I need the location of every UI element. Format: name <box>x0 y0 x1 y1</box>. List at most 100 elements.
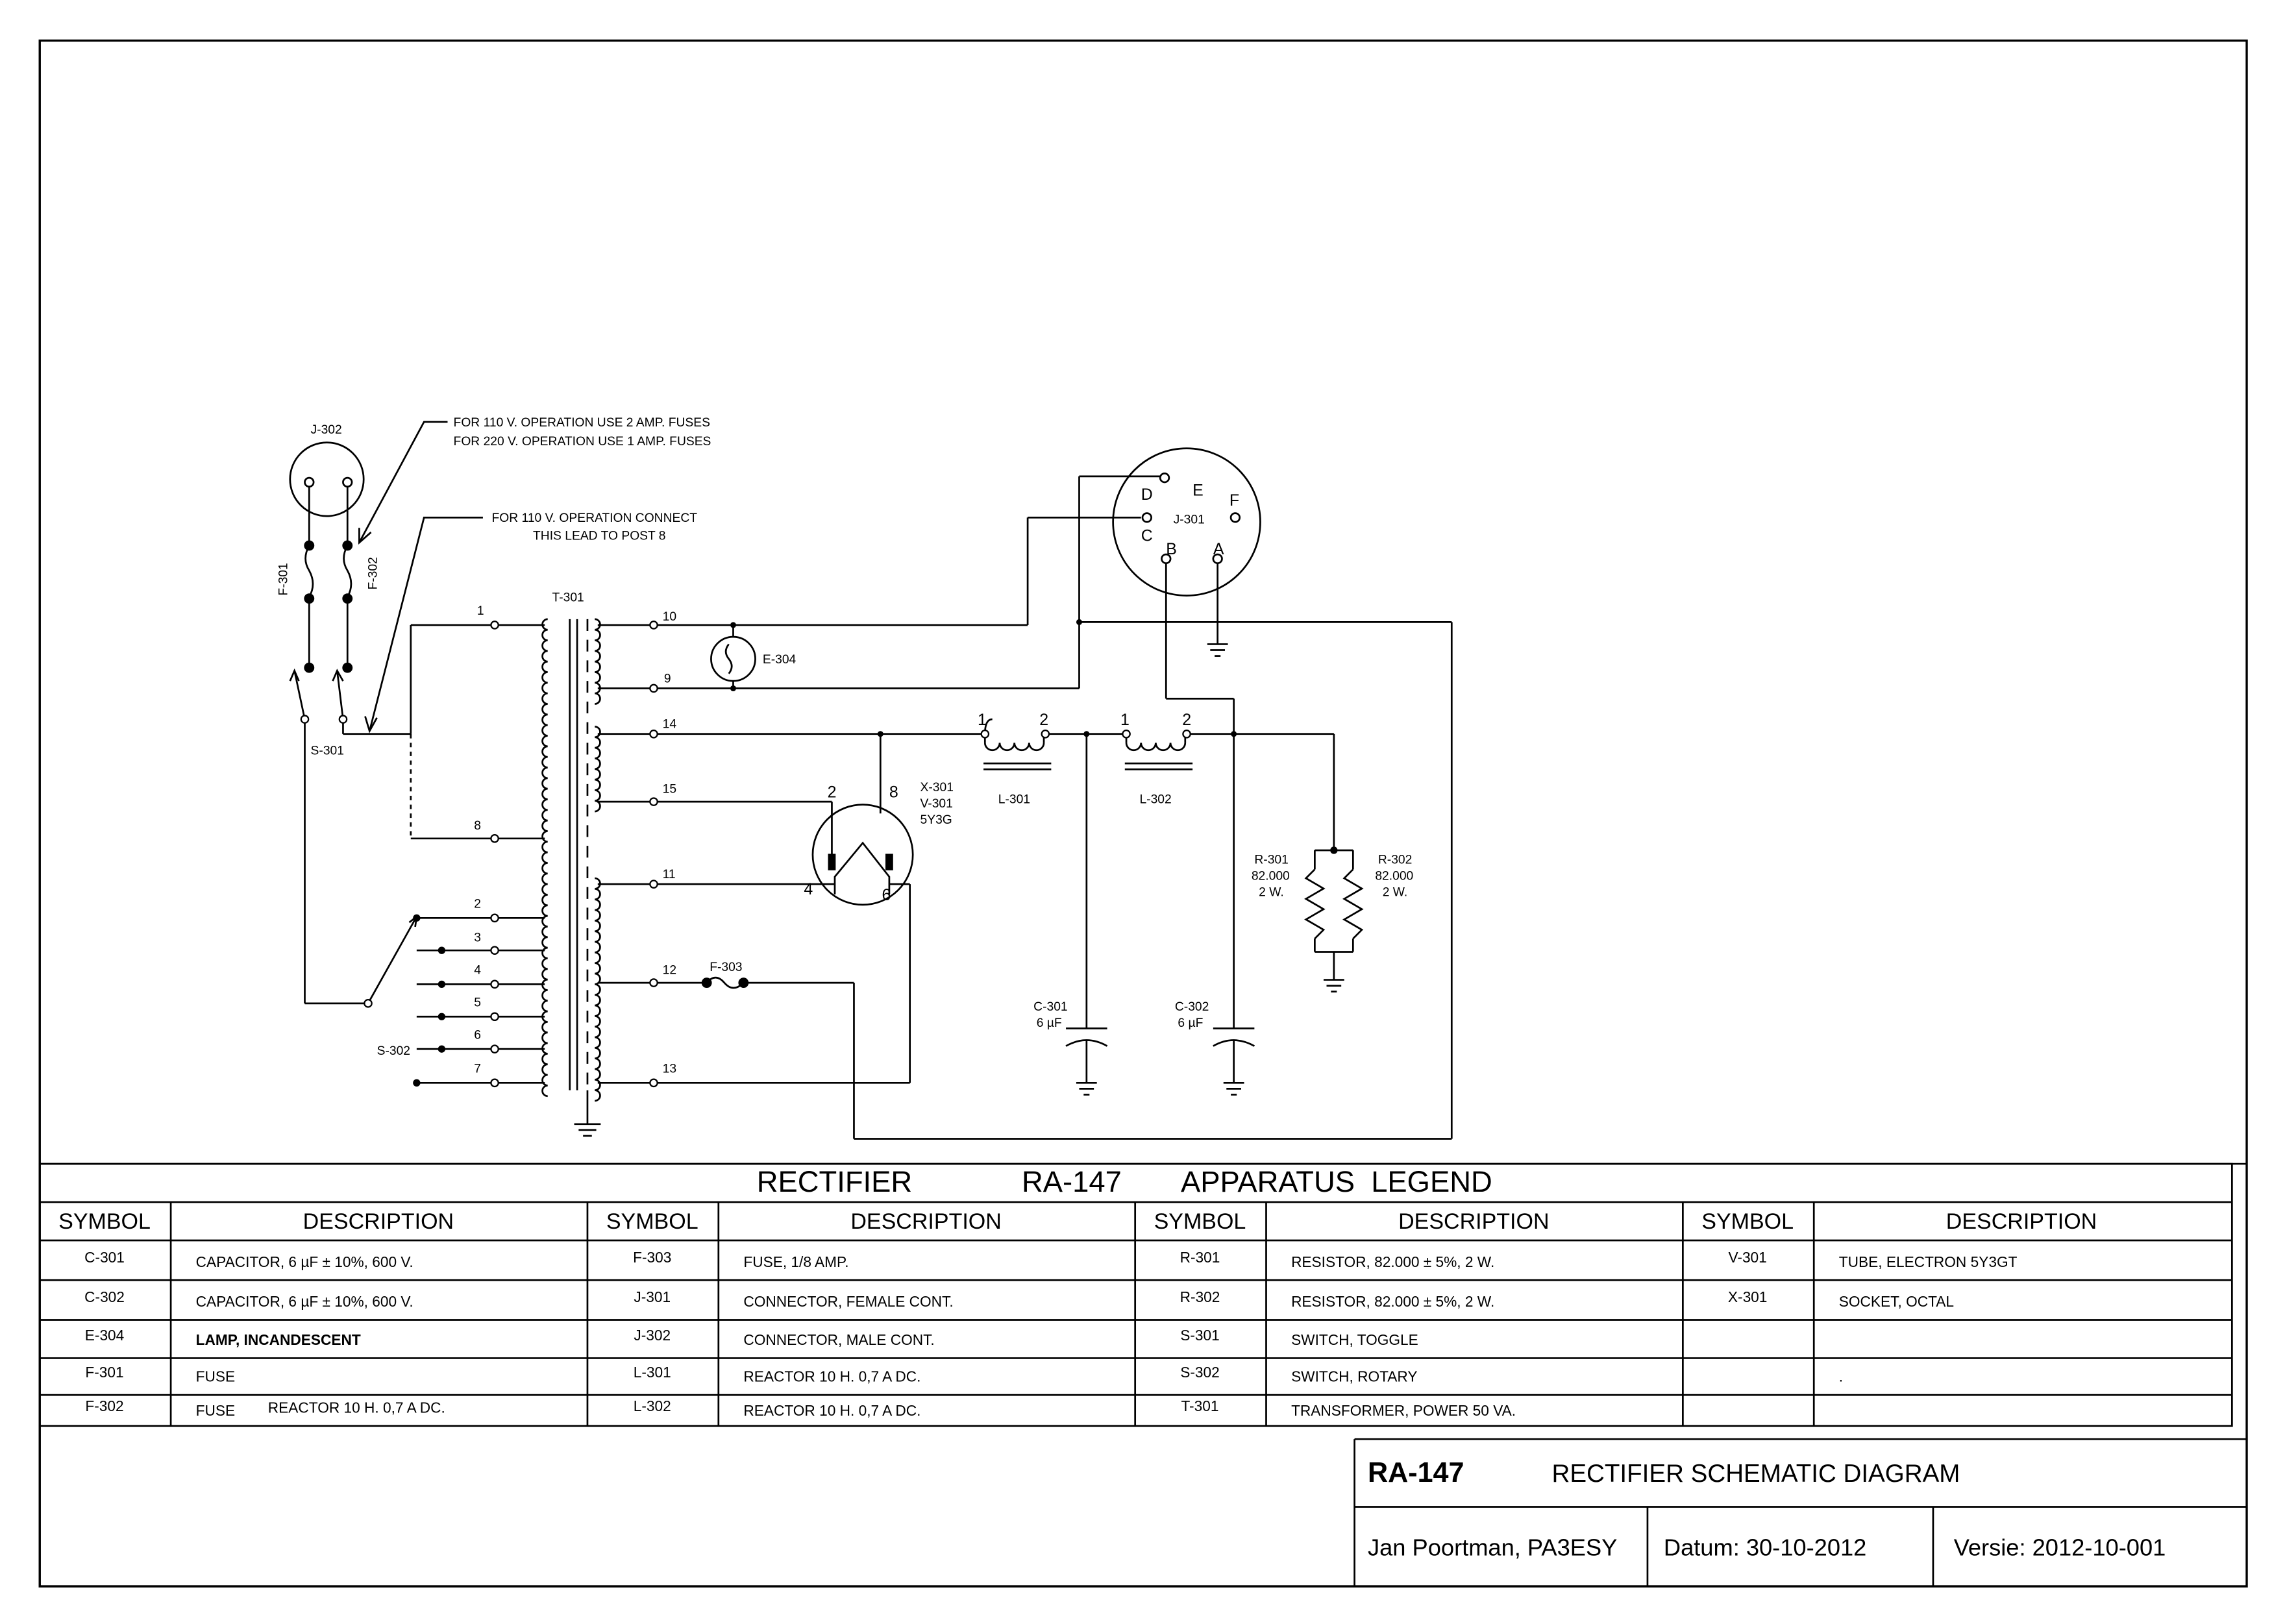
legend-symbol-cell: R-302 <box>1180 1288 1220 1305</box>
post-label: 13 <box>663 1062 676 1076</box>
v301-label: V-301 <box>920 797 953 811</box>
r301-label: R-301 <box>1254 853 1288 867</box>
legend-symbol-cell: C-301 <box>84 1249 125 1266</box>
legend-header-symbol: SYMBOL <box>58 1209 151 1234</box>
post-label: 11 <box>663 868 676 881</box>
post-label: 9 <box>664 672 671 685</box>
outer-border <box>38 39 2248 1588</box>
title-block-title: RECTIFIER SCHEMATIC DIAGRAM <box>1552 1460 1960 1488</box>
legend-symbol-cell: V-301 <box>1729 1249 1767 1266</box>
e304-label: E-304 <box>763 653 797 667</box>
legend-symbol-cell: S-302 <box>1180 1364 1219 1381</box>
legend-header-symbol: SYMBOL <box>606 1209 698 1234</box>
legend-description-cell: CONNECTOR, FEMALE CONT. <box>743 1293 953 1310</box>
r302-label: R-302 <box>1378 853 1412 867</box>
legend-description-cell: SWITCH, ROTARY <box>1291 1368 1417 1385</box>
legend-description-cell: CAPACITOR, 6 µF ± 10%, 600 V. <box>196 1253 414 1270</box>
reactor-pin-label: 2 <box>1182 711 1191 729</box>
legend-description-cell: TRANSFORMER, POWER 50 VA. <box>1291 1402 1516 1419</box>
legend-symbol-cell: F-301 <box>85 1364 123 1381</box>
legend-title-mid: RA-147 <box>1022 1165 1122 1198</box>
c302-label: C-302 <box>1175 1000 1209 1014</box>
fuse-note-line2: FOR 220 V. OPERATION USE 1 AMP. FUSES <box>454 435 711 449</box>
legend-description-cell: RESISTOR, 82.000 ± 5%, 2 W. <box>1291 1253 1494 1270</box>
v301-tube-symbol <box>811 804 914 906</box>
legend-symbol-cell: E-304 <box>85 1327 125 1344</box>
legend-symbol-cell: X-301 <box>1728 1288 1768 1305</box>
legend-header-description: DESCRIPTION <box>303 1209 454 1234</box>
legend-description-extra: REACTOR 10 H. 0,7 A DC. <box>268 1399 445 1416</box>
post-label: 7 <box>474 1062 481 1076</box>
l302-label: L-302 <box>1139 793 1171 806</box>
tube-pin-label: 4 <box>804 880 813 898</box>
legend-header-description: DESCRIPTION <box>850 1209 1001 1234</box>
t301-label: T-301 <box>552 591 584 605</box>
legend-title-right: APPARATUS LEGEND <box>1181 1165 1492 1198</box>
fuse-note-line1: FOR 110 V. OPERATION USE 2 AMP. FUSES <box>454 416 710 430</box>
legend-description-cell: FUSE, 1/8 AMP. <box>743 1253 848 1270</box>
s301-label: S-301 <box>311 744 344 758</box>
legend-description-cell: . <box>1839 1368 1843 1385</box>
legend-header-description: DESCRIPTION <box>1946 1209 2097 1234</box>
title-block-version: Versie: 2012-10-001 <box>1954 1534 2166 1560</box>
reactor-pin-label: 2 <box>1039 711 1048 729</box>
tube-type-label: 5Y3G <box>920 813 952 827</box>
connector-pin-label: E <box>1192 481 1204 499</box>
x301-label: X-301 <box>920 781 954 794</box>
j301-label: J-301 <box>1174 513 1205 526</box>
post-label: 15 <box>663 783 676 796</box>
j301-connector-symbol <box>1112 447 1261 597</box>
legend-description-cell: LAMP, INCANDESCENT <box>196 1331 361 1348</box>
legend-symbol-cell: L-301 <box>634 1364 671 1381</box>
legend-symbol-cell: T-301 <box>1181 1397 1218 1414</box>
legend-title-left: RECTIFIER <box>757 1165 912 1198</box>
legend-description-cell: FUSE <box>196 1402 235 1419</box>
post-label: 14 <box>663 718 677 732</box>
reactor-pin-label: 1 <box>978 711 987 729</box>
title-block-code: RA-147 <box>1368 1457 1464 1488</box>
f301-label: F-301 <box>277 563 290 595</box>
tube-pin-label: 8 <box>889 783 898 801</box>
legend-description-cell: FUSE <box>196 1368 235 1385</box>
legend-symbol-cell: S-301 <box>1180 1327 1219 1344</box>
post-label: 4 <box>474 963 481 977</box>
s302-label: S-302 <box>377 1044 410 1058</box>
title-block <box>38 1425 2248 1586</box>
l301-label: L-301 <box>998 793 1030 806</box>
r301-value: 82.000 <box>1252 869 1290 883</box>
title-block-date: Datum: 30-10-2012 <box>1664 1534 1866 1560</box>
post-label: 8 <box>474 819 481 833</box>
connect-note-line1: FOR 110 V. OPERATION CONNECT <box>492 511 698 525</box>
legend-symbol-cell: J-301 <box>634 1288 671 1305</box>
legend-description-cell: CAPACITOR, 6 µF ± 10%, 600 V. <box>196 1293 414 1310</box>
post-label: 1 <box>477 604 484 618</box>
r301-resistor-symbol <box>1304 868 1326 940</box>
legend-symbol-cell: F-302 <box>85 1397 123 1414</box>
legend-description-cell: SWITCH, TOGGLE <box>1291 1331 1418 1348</box>
legend-header-symbol: SYMBOL <box>1154 1209 1246 1234</box>
e304-lamp-symbol <box>710 635 756 682</box>
post-label: 10 <box>663 610 676 624</box>
legend-description-cell: CONNECTOR, MALE CONT. <box>743 1331 934 1348</box>
j302-label: J-302 <box>311 423 342 437</box>
r302-value: 82.000 <box>1375 869 1413 883</box>
r302-watt: 2 W. <box>1383 885 1408 899</box>
legend-description-cell: TUBE, ELECTRON 5Y3GT <box>1839 1253 2018 1270</box>
legend-symbol-cell: J-302 <box>634 1327 671 1344</box>
tube-pin-label: 6 <box>882 886 891 904</box>
r302-resistor-symbol <box>1342 868 1364 940</box>
legend-description-cell: REACTOR 10 H. 0,7 A DC. <box>743 1402 920 1419</box>
legend-symbol-cell: C-302 <box>84 1288 125 1305</box>
c301-label: C-301 <box>1033 1000 1067 1014</box>
legend-description-cell: SOCKET, OCTAL <box>1839 1293 1954 1310</box>
legend-description-cell: REACTOR 10 H. 0,7 A DC. <box>743 1368 920 1385</box>
connector-pin-label: B <box>1166 540 1177 558</box>
f303-label: F-303 <box>710 961 742 974</box>
post-label: 6 <box>474 1028 481 1042</box>
post-label: 3 <box>474 931 481 945</box>
connector-pin-label: A <box>1213 540 1224 558</box>
legend-header-symbol: SYMBOL <box>1701 1209 1794 1234</box>
connector-pin-label: C <box>1141 527 1153 545</box>
connector-pin-label: D <box>1141 486 1153 504</box>
